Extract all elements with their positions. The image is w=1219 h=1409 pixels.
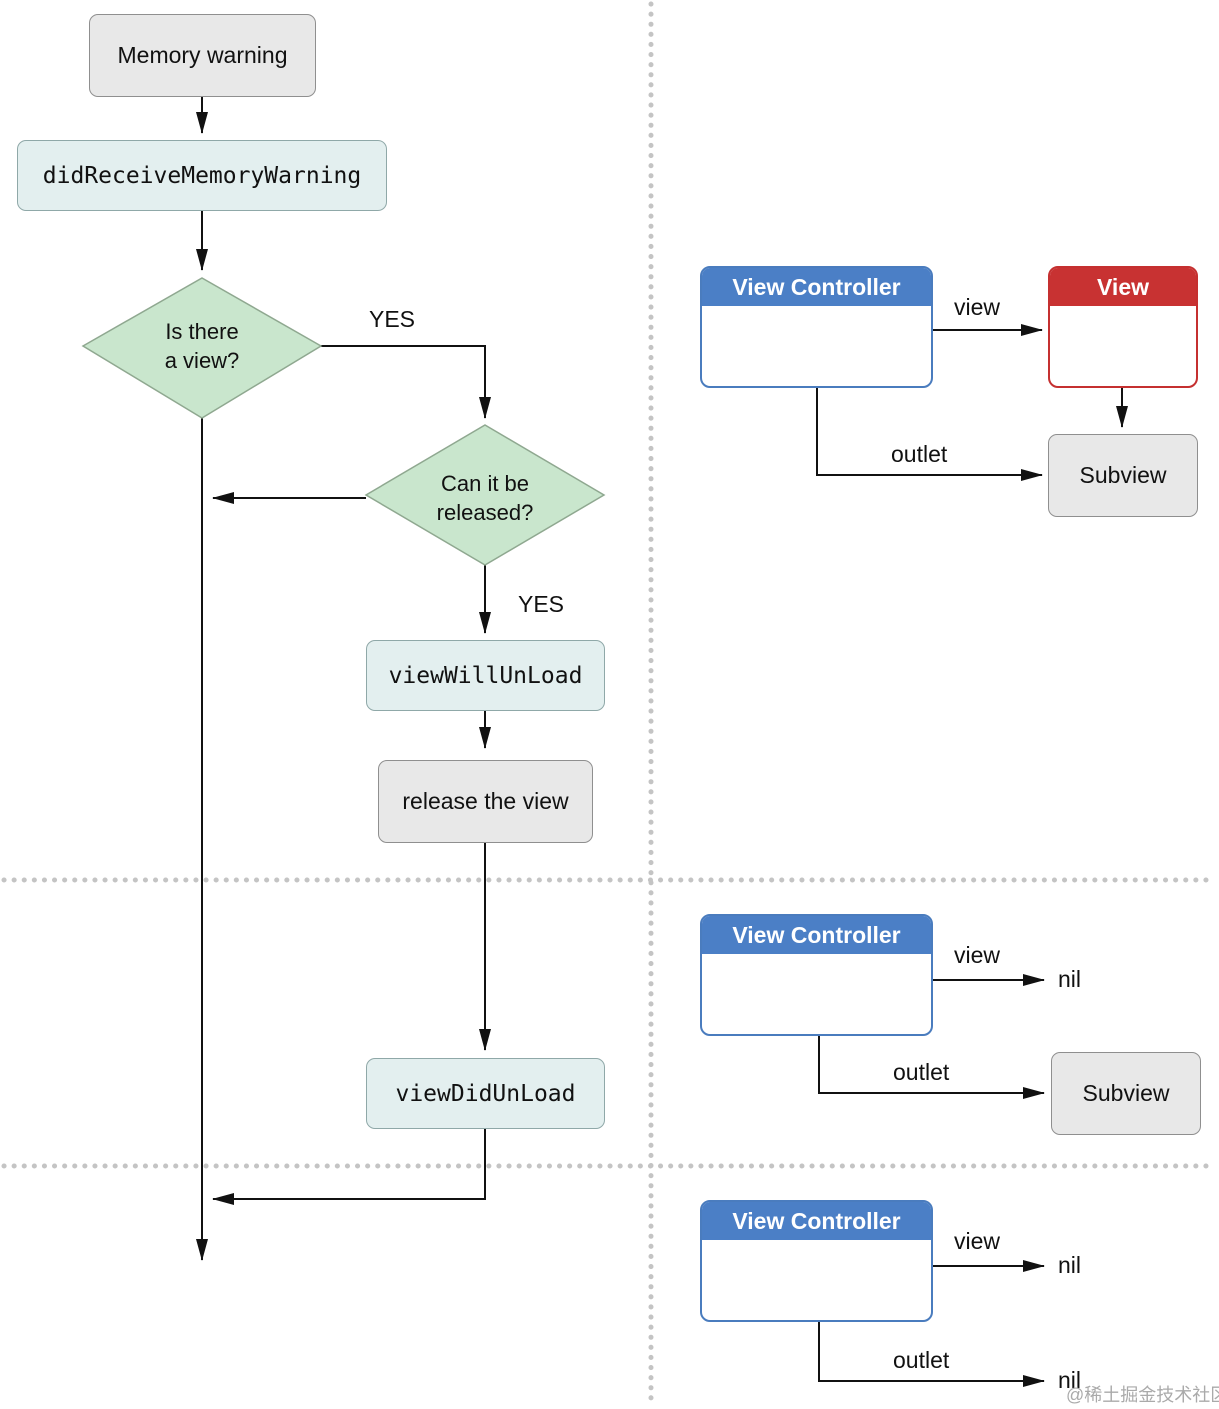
s1-subview-box: Subview	[1048, 434, 1198, 517]
view-will-unload-box: viewWillUnLoad	[366, 640, 605, 711]
s2-view-label: view	[954, 942, 1001, 968]
s1-outlet-label: outlet	[891, 441, 948, 467]
s1-view-label: view	[954, 294, 1001, 320]
did-receive-memory-warning-label: didReceiveMemoryWarning	[42, 162, 362, 189]
s3-outlet-arrow	[818, 1322, 1045, 1387]
s3-view-controller-title: View Controller	[702, 1202, 931, 1240]
s3-view-nil: nil	[1058, 1252, 1082, 1278]
decision-view-text: Is there a view?	[122, 317, 282, 375]
view-did-unload-label: viewDidUnLoad	[395, 1080, 576, 1107]
view-did-unload-box: viewDidUnLoad	[366, 1058, 605, 1129]
decision-view-line1: Is there	[165, 319, 239, 344]
decision-release-line2: released?	[436, 500, 534, 525]
arrow-yes-to-release-decision	[321, 345, 491, 419]
decision-release-text: Can it be released?	[405, 469, 565, 527]
s1-view-controller-box: View Controller	[700, 266, 933, 388]
s3-view-label: view	[954, 1228, 1001, 1254]
s1-outlet-arrow	[816, 388, 1043, 481]
s2-subview-label: Subview	[1082, 1080, 1170, 1106]
s2-view-nil: nil	[1058, 966, 1082, 992]
s1-view-title: View	[1050, 268, 1196, 306]
s3-outlet-nil: nil	[1058, 1367, 1082, 1393]
s2-view-controller-title: View Controller	[702, 916, 931, 954]
s3-view-controller-box: View Controller	[700, 1200, 933, 1322]
arrow-did-unload-return	[212, 1129, 486, 1205]
decision-view-line2: a view?	[164, 348, 240, 373]
s3-outlet-label: outlet	[893, 1347, 950, 1373]
s2-view-controller-box: View Controller	[700, 914, 933, 1036]
s1-view-controller-title: View Controller	[702, 268, 931, 306]
memory-warning-box: Memory warning	[89, 14, 316, 97]
release-the-view-label: release the view	[402, 788, 569, 814]
memory-warning-label: Memory warning	[117, 42, 288, 68]
s1-subview-label: Subview	[1079, 462, 1167, 488]
release-the-view-box: release the view	[378, 760, 593, 843]
yes-label-1: YES	[369, 306, 416, 332]
did-receive-memory-warning-box: didReceiveMemoryWarning	[17, 140, 387, 211]
yes-label-2: YES	[518, 591, 565, 617]
s2-subview-box: Subview	[1051, 1052, 1201, 1135]
view-will-unload-label: viewWillUnLoad	[388, 662, 583, 689]
decision-is-there-view	[81, 277, 323, 419]
s1-view-box: View	[1048, 266, 1198, 388]
decision-release-line1: Can it be	[440, 471, 530, 496]
decision-can-be-released	[364, 424, 606, 566]
watermark: @稀土掘金技术社区	[1066, 1385, 1219, 1405]
s2-outlet-arrow	[818, 1036, 1045, 1099]
s2-outlet-label: outlet	[893, 1059, 950, 1085]
